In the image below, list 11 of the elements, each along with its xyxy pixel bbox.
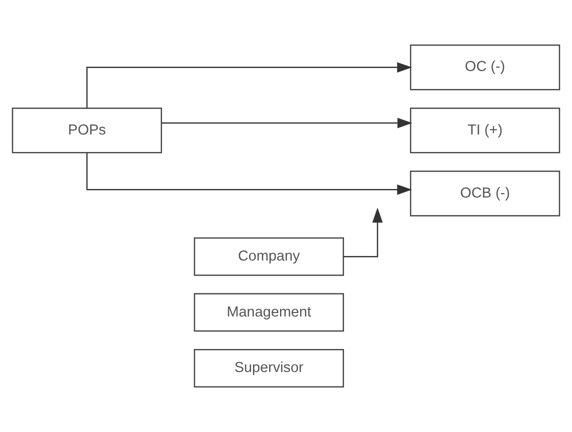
node-box: Management (194, 293, 344, 332)
node-box: Supervisor (194, 349, 344, 388)
arrow (162, 118, 412, 128)
node-box: TI (+) (410, 108, 560, 154)
node-box: Company (194, 237, 344, 276)
arrow (86, 62, 412, 108)
node-box: POPs (12, 108, 162, 154)
arrow (86, 152, 412, 195)
node-box: OCB (-) (410, 170, 560, 216)
node-box: OC (-) (410, 44, 560, 90)
arrow (343, 208, 383, 258)
